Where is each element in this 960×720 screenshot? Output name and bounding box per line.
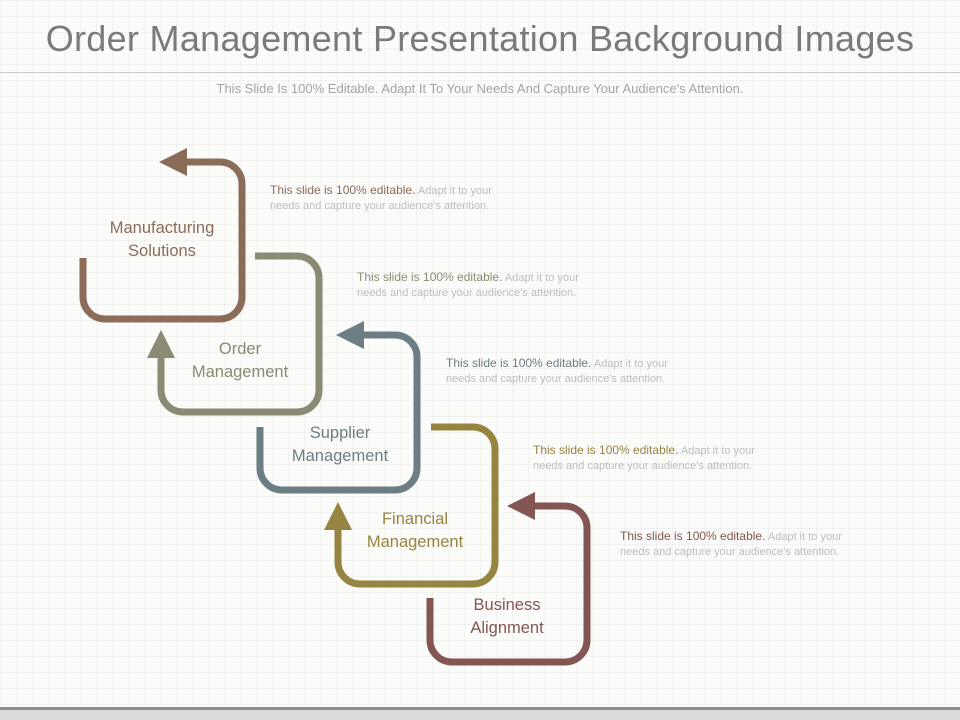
step-2-label-line2: Management: [191, 363, 289, 381]
step-4-arrowhead-icon: [324, 502, 352, 530]
step-4-description: This slide is 100% editable. Adapt it to…: [533, 443, 763, 473]
step-2-arrowhead-icon: [147, 330, 175, 358]
step-5-arrow: [426, 492, 591, 666]
footer-bar: [0, 707, 960, 720]
step-1-label-line1: Manufacturing: [109, 219, 215, 237]
step-2-description-lead: This slide is 100% editable.: [357, 270, 503, 284]
step-1-label: Manufacturing Solutions: [110, 217, 215, 263]
step-5-arrow-path: [426, 502, 591, 666]
step-1-description: This slide is 100% editable. Adapt it to…: [270, 183, 500, 213]
step-1-arrow: [79, 148, 246, 323]
title-divider: [0, 72, 960, 73]
step-4-arrow-path: [334, 423, 499, 588]
step-4-description-lead: This slide is 100% editable.: [533, 443, 679, 457]
step-1-arrowhead-icon: [159, 148, 187, 176]
step-5-description-lead: This slide is 100% editable.: [620, 529, 766, 543]
step-4-label-line1: Financial: [381, 510, 449, 528]
step-3-label: Supplier Management: [292, 422, 388, 468]
step-3-description: This slide is 100% editable. Adapt it to…: [446, 356, 676, 386]
step-3-arrowhead-icon: [336, 321, 364, 349]
step-2-arrow: [147, 252, 323, 416]
step-1-arrow-path: [79, 158, 246, 323]
step-4-label-line2: Management: [366, 533, 464, 551]
step-5-description-text: Adapt it to your needs and capture your …: [620, 531, 842, 558]
step-2-label-line1: Order: [218, 340, 262, 358]
step-3-arrow-path: [256, 331, 421, 494]
step-5-label: Business Alignment: [470, 594, 543, 640]
step-3-description-text: Adapt it to your needs and capture your …: [446, 358, 668, 385]
step-2-label: Order Management: [192, 338, 288, 384]
slide-subtitle: This Slide Is 100% Editable. Adapt It To…: [216, 81, 744, 96]
step-2-description: This slide is 100% editable. Adapt it to…: [357, 270, 587, 300]
step-4-label: Financial Management: [367, 508, 463, 554]
slide-title: Order Management Presentation Background…: [45, 18, 915, 59]
step-1-description-text: Adapt it to your needs and capture your …: [270, 185, 492, 212]
step-3-arrow: [256, 321, 421, 494]
step-5-label-line2: Alignment: [470, 619, 544, 637]
step-5-label-line1: Business: [473, 596, 541, 614]
step-4-description-text: Adapt it to your needs and capture your …: [533, 445, 755, 472]
step-2-description-text: Adapt it to your needs and capture your …: [357, 272, 579, 299]
step-5-arrowhead-icon: [507, 492, 535, 520]
step-4-arrow: [324, 423, 499, 588]
step-1-label-line2: Solutions: [128, 242, 196, 260]
step-3-description-lead: This slide is 100% editable.: [446, 356, 592, 370]
step-3-label-line1: Supplier: [309, 424, 371, 442]
step-5-description: This slide is 100% editable. Adapt it to…: [620, 529, 850, 559]
step-1-description-lead: This slide is 100% editable.: [270, 183, 416, 197]
step-2-arrow-path: [157, 252, 323, 416]
step-3-label-line2: Management: [291, 447, 389, 465]
